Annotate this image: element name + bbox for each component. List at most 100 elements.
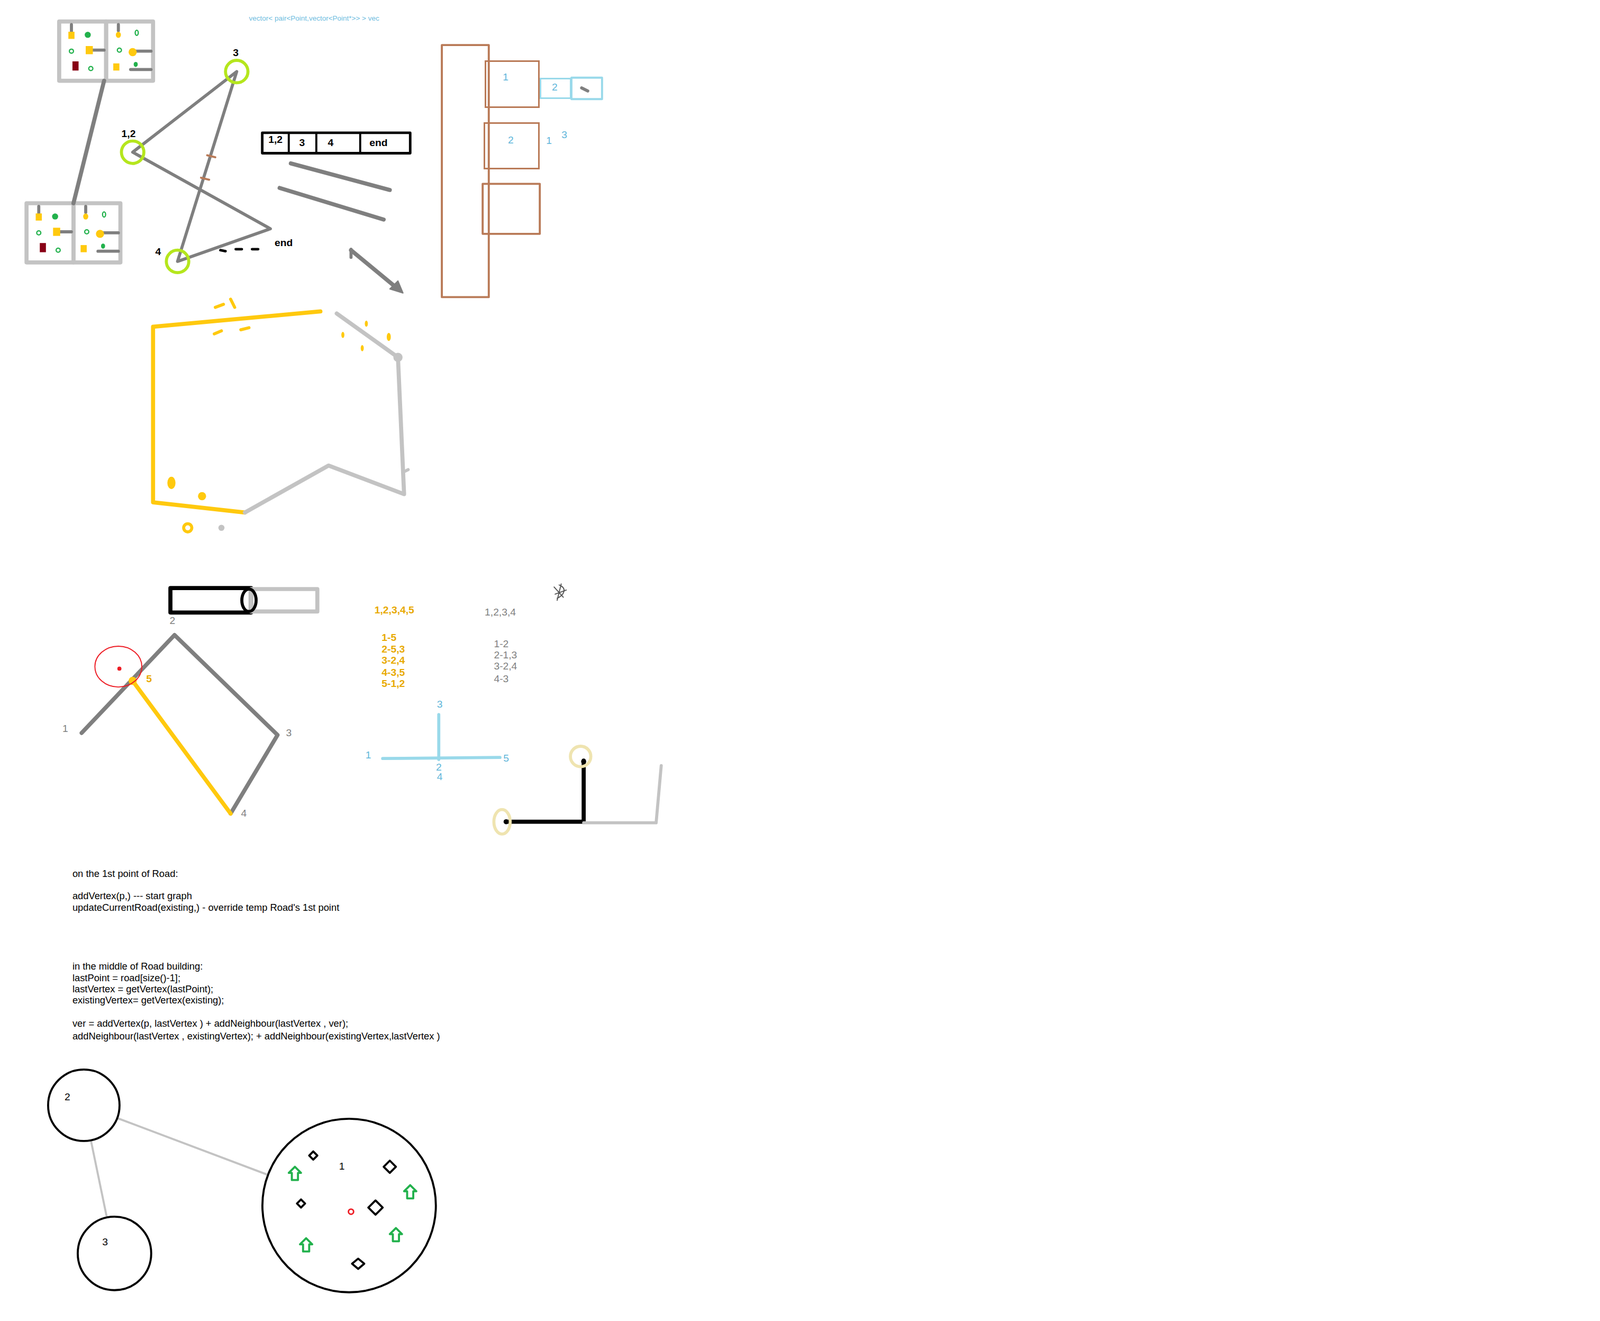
black-road (581, 760, 586, 822)
scribble (553, 583, 567, 600)
yellow-dot (128, 48, 137, 57)
graph-circle: 1 (261, 1117, 438, 1294)
point-ring (121, 140, 144, 163)
adjacency-row: 1-5 (381, 632, 397, 644)
stroke-line (291, 163, 390, 190)
grey-segment (250, 588, 317, 612)
grey-tick (404, 469, 409, 472)
blue-cross-line (437, 714, 441, 760)
green-arrow (300, 1238, 313, 1252)
adjacency-row: 4-3,5 (381, 666, 405, 678)
circle-outline (77, 1216, 152, 1290)
wall-bar (92, 48, 105, 52)
dash (235, 247, 243, 251)
yellow-tick (240, 327, 249, 330)
adjacency-row: 4-3 (493, 673, 509, 685)
node-label: 3 (102, 1235, 108, 1248)
point-number: 1 (62, 722, 69, 734)
adjacency-row: 3-2,4 (493, 660, 517, 672)
yellow-tick (214, 330, 222, 334)
node-label: 1 (502, 71, 509, 83)
adjacency-row: 3-2,4 (381, 654, 405, 666)
circle-outline (76, 1215, 153, 1292)
table-cell: 3 (298, 137, 305, 149)
tick-mark (207, 155, 216, 158)
circle-outline (262, 1118, 436, 1293)
node-label: 2 (64, 1091, 71, 1103)
code-note: lastPoint = road[size()-1]; (72, 971, 181, 983)
yellow-dot (360, 344, 365, 352)
vertex-list: 1,2,3,4,5 (374, 604, 415, 616)
code-note: addNeighbour(lastVertex , existingVertex… (72, 1030, 441, 1041)
black-dot (580, 758, 587, 765)
yellow-dot (364, 320, 368, 327)
yellow-dot (386, 332, 392, 341)
graph-circle: 2 (47, 1068, 121, 1142)
yellow-graph-road (132, 680, 231, 814)
point-ring (225, 60, 248, 83)
point-number: end (274, 237, 293, 249)
yellow-dot (341, 331, 345, 339)
yellow-dot (197, 492, 206, 500)
black-road (506, 819, 585, 824)
grid-cell (106, 21, 154, 81)
yellow-square (113, 63, 120, 71)
table-cell: 1,2 (268, 134, 283, 146)
yellow-tick (215, 304, 224, 308)
wall-bar (69, 24, 74, 33)
table-divider (287, 132, 290, 154)
dash (220, 250, 226, 252)
graph-edge (117, 1117, 267, 1175)
wall-bar (130, 67, 152, 71)
diamond-mark (368, 1200, 383, 1215)
vertex-list: 1,2,3,4 (484, 606, 516, 618)
blue-cell (571, 77, 603, 100)
node-label: 1 (339, 1160, 345, 1172)
point-number: 5 (503, 752, 509, 764)
grey-dot (218, 524, 225, 532)
grey-road (244, 313, 405, 513)
grey-graph-road (81, 634, 278, 814)
joint-ring (241, 588, 257, 612)
yellow-ring (183, 523, 192, 532)
black-dot (503, 819, 509, 825)
code-note: updateCurrentRoad(existing,) - override … (72, 901, 340, 913)
red-block (72, 61, 79, 71)
grey-point (393, 352, 403, 362)
code-note: addVertex(p,) --- start graph (72, 890, 193, 902)
code-note: existingVertex= getVertex(existing); (72, 994, 225, 1006)
point-number: 3 (232, 47, 239, 59)
yellow-dot (115, 31, 122, 39)
callout-number: 1 (546, 135, 552, 147)
table-divider (359, 132, 362, 154)
cell-grid-copy (26, 203, 121, 263)
wall-bar (134, 49, 152, 53)
point-number: 5 (146, 673, 152, 685)
dash (251, 247, 259, 251)
grid-cell (59, 21, 107, 81)
grey-road (583, 765, 662, 823)
beige-ring (570, 746, 592, 767)
brown-box (482, 183, 540, 234)
arrow-head (389, 280, 404, 294)
grid-link (73, 80, 105, 204)
arrow-tail (349, 249, 353, 258)
diamond-mark (383, 1160, 396, 1173)
diamond-mark (296, 1198, 305, 1207)
diamond-mark (308, 1151, 317, 1160)
adjacency-row: 5-1,2 (381, 678, 405, 690)
green-dot (84, 31, 92, 39)
tick-mark (201, 177, 209, 180)
green-ring (88, 66, 94, 71)
circle-outline (48, 1069, 120, 1141)
point-table (262, 132, 411, 154)
table-cell: 4 (327, 137, 334, 149)
road-triangle (132, 71, 271, 262)
arrow-line (350, 250, 398, 289)
adjacency-row: 2-1,3 (493, 649, 517, 661)
circle-outline (261, 1117, 438, 1294)
point-number: 1 (365, 749, 372, 761)
code-note: on the 1st point of Road: (72, 868, 179, 879)
point-number: 4 (241, 807, 248, 819)
green-ring (135, 30, 139, 36)
